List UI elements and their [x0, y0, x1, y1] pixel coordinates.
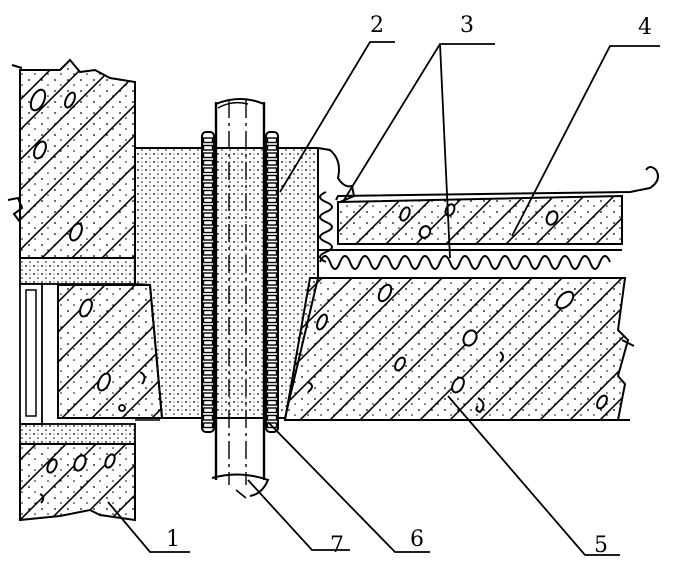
pipe — [211, 98, 270, 499]
label-3: 3 — [460, 13, 474, 38]
floor-slab — [135, 277, 635, 421]
fill-concrete-around-pipe — [134, 147, 319, 419]
middle-wall-block — [57, 284, 164, 419]
top-screed-layer — [317, 147, 659, 245]
label-6: 6 — [410, 527, 424, 552]
leader-lines — [107, 41, 660, 556]
label-2: 2 — [370, 13, 384, 38]
lower-wall-block — [19, 443, 136, 522]
mortar-joint — [19, 257, 136, 425]
label-7: 7 — [330, 533, 344, 558]
label-1: 1 — [166, 527, 180, 552]
pipe-sleeve — [201, 131, 279, 433]
upper-wall-block — [7, 58, 136, 259]
lower-mortar-strip — [19, 423, 136, 445]
label-5: 5 — [594, 533, 608, 558]
corrugated-waterproof-layer — [318, 191, 625, 279]
label-4: 4 — [638, 15, 652, 40]
